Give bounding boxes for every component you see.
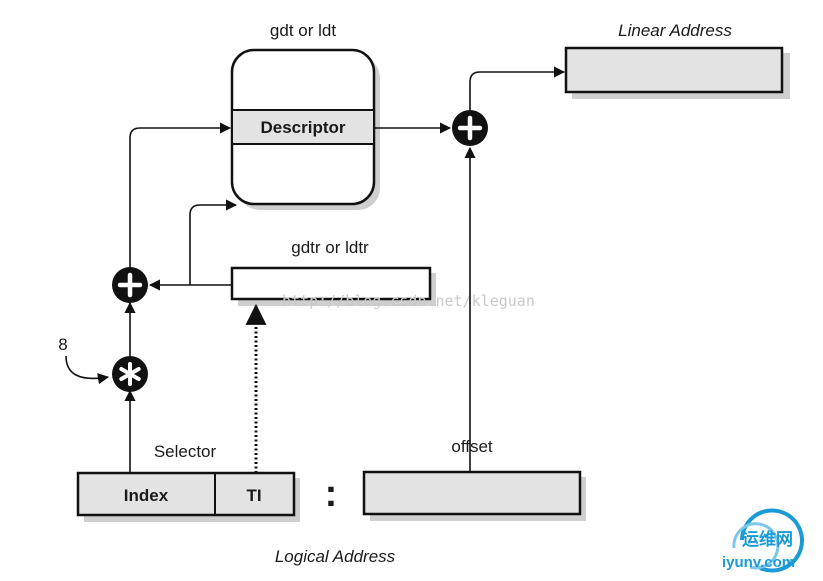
add-to-linear-arrow (469, 66, 566, 110)
brand-logo: 运维网 iyunv.com (722, 508, 804, 573)
selector-label: Selector (154, 442, 217, 461)
index-field: Index (124, 486, 169, 505)
linear-address-box (564, 46, 784, 94)
linear-address-label: Linear Address (618, 21, 732, 40)
ti-field: TI (246, 486, 261, 505)
register-label: gdtr or ldtr (291, 238, 369, 257)
offset-label: offset (451, 437, 493, 456)
logical-address-label: Logical Address (275, 547, 396, 566)
register-to-table-arrow (189, 199, 238, 285)
selector-box (76, 471, 296, 517)
colon-separator: : (325, 473, 338, 515)
add-to-descriptor-arrow (129, 122, 232, 268)
table-label: gdt or ldt (270, 21, 336, 40)
brand-name: 运维网 (742, 529, 793, 550)
add-operator-lower (112, 267, 148, 303)
multiplier-label: 8 (58, 335, 67, 354)
watermark-text: http://blog.csdn.net/kleguan (282, 292, 535, 310)
register-box (230, 266, 432, 301)
multiply-operator (112, 356, 148, 392)
descriptor-entry (231, 109, 375, 145)
multiplier-arrow (65, 355, 110, 385)
brand-domain: iyunv.com (722, 554, 795, 571)
brand-swirl-inner-icon (732, 522, 780, 570)
add-operator-upper (452, 110, 488, 146)
offset-box (362, 470, 582, 516)
brand-swirl-icon (740, 508, 804, 573)
descriptor-label: Descriptor (260, 118, 345, 137)
